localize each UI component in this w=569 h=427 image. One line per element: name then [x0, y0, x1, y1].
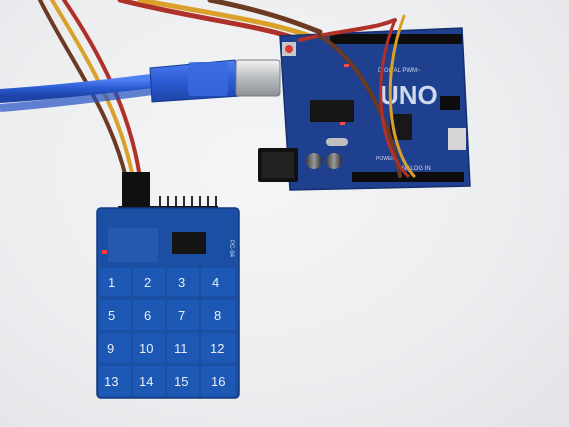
key-label: 9 — [107, 341, 114, 356]
key-label: 11 — [174, 341, 188, 356]
icsp-header — [440, 96, 460, 110]
key-pad — [133, 366, 165, 396]
key-pad — [167, 300, 199, 330]
key-pad — [133, 268, 165, 296]
capacitor — [326, 153, 342, 169]
ch340-chip — [310, 100, 354, 122]
usb-cable — [0, 59, 281, 112]
key-pad — [99, 333, 131, 363]
key-pad — [133, 333, 165, 363]
key-label: 13 — [104, 374, 118, 389]
key-pad — [167, 366, 199, 396]
keypad-keys — [99, 268, 235, 396]
key-label: 10 — [139, 341, 153, 356]
arduino-analog-label: ANALOG IN — [398, 166, 431, 172]
arduino-uno-board: UNO DIGITAL PWM~ ANALOG IN POWER — [258, 27, 471, 191]
key-pad — [133, 300, 165, 330]
key-pad — [201, 268, 235, 296]
key-label: 8 — [214, 308, 221, 323]
key-pad — [99, 366, 131, 396]
key-label: 12 — [210, 341, 224, 356]
arduino-power-label: POWER — [376, 156, 395, 162]
key-pad — [99, 268, 131, 296]
key-pad — [201, 366, 235, 396]
key-pad — [99, 300, 131, 330]
arduino-model-label: UNO — [380, 80, 438, 110]
key-label: 4 — [212, 275, 219, 290]
keypad-connector — [122, 172, 150, 212]
key-label: 1 — [108, 275, 115, 290]
key-label: 2 — [144, 275, 151, 290]
key-pad — [167, 268, 199, 296]
key-label: 14 — [139, 374, 153, 389]
key-pad — [201, 333, 235, 363]
key-label: 15 — [174, 374, 188, 389]
keypad-ic — [172, 232, 206, 254]
key-pad — [167, 333, 199, 363]
capacitor — [306, 153, 322, 169]
key-label: 16 — [211, 374, 225, 389]
key-pad — [201, 300, 235, 330]
key-label: 3 — [178, 275, 185, 290]
touch-keypad-module: PC-94 1 2 3 4 5 6 7 — [96, 172, 240, 399]
jumper-wires-board — [298, 14, 416, 178]
keypad-key-labels: 1 2 3 4 5 6 7 8 9 10 11 12 13 14 15 16 — [104, 275, 225, 389]
keypad-model-label: PC-94 — [228, 240, 234, 258]
key-label: 6 — [144, 308, 151, 323]
key-label: 5 — [108, 308, 115, 323]
arduino-digital-label: DIGITAL PWM~ — [378, 68, 421, 74]
key-label: 7 — [178, 308, 185, 323]
